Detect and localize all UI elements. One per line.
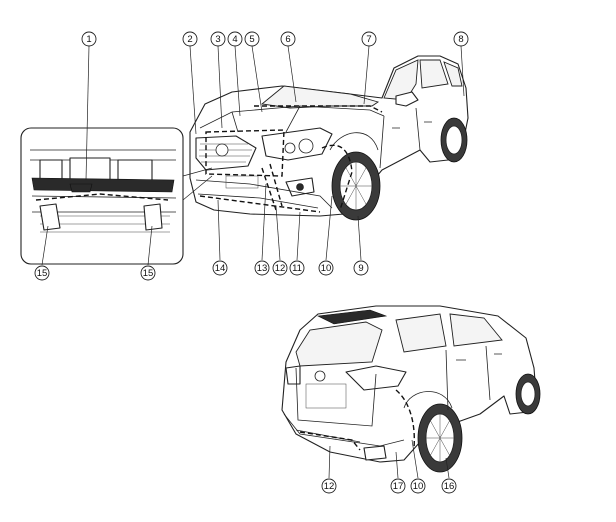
windshield	[260, 85, 380, 109]
radiator-seal-dash	[35, 193, 169, 201]
rear-view-vehicle	[281, 305, 541, 473]
callout-1: 1	[81, 31, 97, 47]
callout-15-right: 15	[140, 265, 156, 281]
callout-12-front: 12	[272, 260, 288, 276]
callout-3-number: 3	[215, 34, 220, 45]
callout-10-rear-number: 10	[413, 481, 424, 492]
front-view-vehicle	[189, 55, 469, 221]
leader-lines	[41, 45, 465, 479]
callout-4: 4	[227, 31, 243, 47]
front-emblem	[215, 143, 229, 157]
rear-door-window	[419, 59, 449, 89]
callout-9-number: 9	[358, 263, 363, 274]
front-side-window	[449, 313, 503, 347]
callout-17: 17	[390, 478, 406, 494]
callout-12-rear: 12	[321, 478, 337, 494]
rear-under-dash	[299, 431, 361, 451]
air-guide-left	[39, 203, 61, 231]
fender-liner-dash	[321, 144, 353, 211]
callout-6: 6	[280, 31, 296, 47]
tail-light-left	[285, 365, 301, 385]
callout-8-number: 8	[458, 34, 463, 45]
callout-15-left-number: 15	[37, 268, 48, 279]
under-cover-dash	[199, 195, 321, 213]
quarter-window	[443, 61, 463, 87]
rear-spoiler	[316, 309, 388, 325]
exhaust-tip	[363, 445, 387, 461]
bumper-bracket-dash	[261, 163, 283, 211]
callout-5-number: 5	[249, 34, 254, 45]
callout-2-number: 2	[187, 34, 192, 45]
callout-17-number: 17	[393, 481, 404, 492]
callout-16: 16	[441, 478, 457, 494]
callout-13: 13	[254, 260, 270, 276]
callout-14: 14	[212, 260, 228, 276]
radiator-area-dash	[205, 129, 285, 177]
callout-10-rear: 10	[410, 478, 426, 494]
callout-11-number: 11	[292, 263, 302, 274]
rear-liner-dash	[395, 389, 416, 449]
callout-14-number: 14	[215, 263, 226, 274]
callout-4-number: 4	[232, 34, 237, 45]
callout-7-number: 7	[366, 34, 371, 45]
callout-3: 3	[210, 31, 226, 47]
license-plate-area	[225, 175, 259, 189]
inset-detail	[20, 127, 213, 265]
callout-12-front-number: 12	[275, 263, 286, 274]
callout-10-front: 10	[318, 260, 334, 276]
callout-15-right-number: 15	[143, 268, 154, 279]
rear-emblem	[314, 370, 326, 382]
rear-side-window	[395, 313, 447, 353]
callout-2: 2	[182, 31, 198, 47]
air-guide-right	[143, 203, 163, 231]
callout-5: 5	[244, 31, 260, 47]
callout-12-rear-number: 12	[324, 481, 335, 492]
callout-8: 8	[453, 31, 469, 47]
headlight	[261, 127, 333, 161]
callout-7: 7	[361, 31, 377, 47]
side-mirror	[395, 91, 419, 107]
callout-9: 9	[353, 260, 369, 276]
callout-11: 11	[289, 260, 305, 276]
callout-1-number: 1	[86, 34, 91, 45]
cowl-area-dash	[254, 105, 383, 113]
rear-license-plate	[305, 383, 347, 409]
callout-15-left: 15	[34, 265, 50, 281]
callout-6-number: 6	[285, 34, 290, 45]
callout-16-number: 16	[444, 481, 455, 492]
callout-13-number: 13	[257, 263, 268, 274]
callout-10-front-number: 10	[321, 263, 332, 274]
